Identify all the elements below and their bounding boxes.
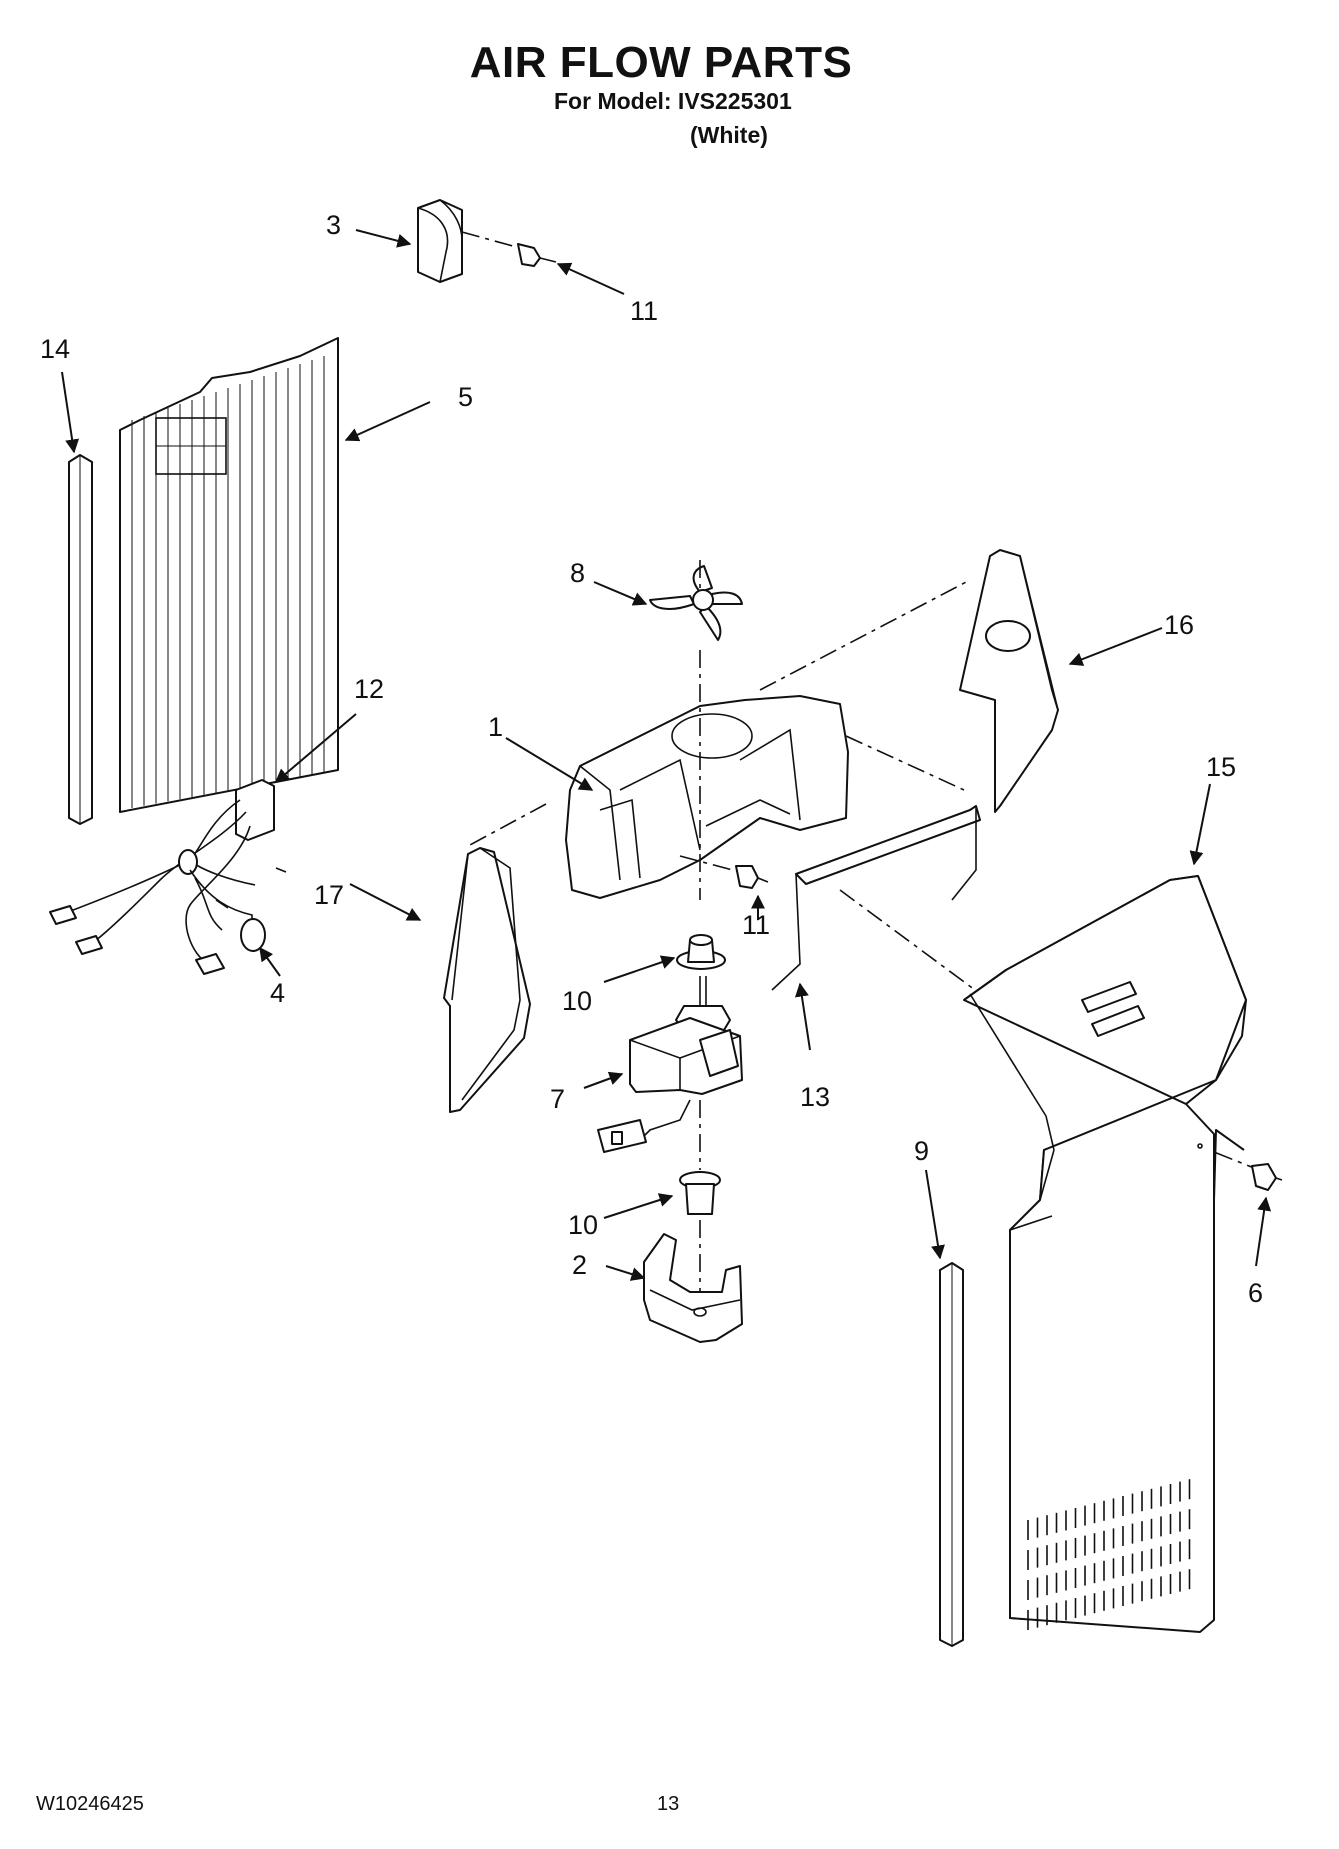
- callout-13: 13: [800, 1082, 830, 1112]
- part-10-grommet-lower: [679, 1171, 721, 1215]
- part-13-seal-strip: [771, 805, 981, 991]
- callout-14: 14: [40, 334, 70, 364]
- part-6-screw: [1251, 1163, 1283, 1191]
- callout-3: 3: [326, 210, 341, 240]
- model-number: For Model: IVS225301: [554, 88, 792, 114]
- page-number: 13: [657, 1793, 680, 1815]
- part-1-fan-housing: [565, 695, 849, 899]
- callout-11-lower: 11: [742, 910, 770, 940]
- callout-7: 7: [550, 1084, 565, 1114]
- part-3-duct-cap: [417, 199, 463, 283]
- part-9-gasket-strip: [939, 1262, 964, 1647]
- callout-6: 6: [1248, 1278, 1263, 1308]
- callout-8: 8: [570, 558, 585, 588]
- callout-4: 4: [270, 978, 285, 1008]
- model-color: (White): [690, 122, 768, 148]
- part-10-grommet-upper: [676, 934, 726, 970]
- part-5-evaporator-cover: [119, 337, 339, 813]
- callout-10-upper: 10: [562, 986, 592, 1016]
- part-2-motor-bracket: [643, 1233, 743, 1343]
- part-15-duct-cover: [963, 875, 1247, 1633]
- callout-2: 2: [572, 1250, 587, 1280]
- document-number: W10246425: [36, 1793, 144, 1815]
- part-14-gasket-strip: [68, 454, 93, 825]
- callout-12: 12: [354, 674, 384, 704]
- callout-arrows: [61, 229, 1272, 1281]
- callout-5: 5: [458, 382, 473, 412]
- callout-labels: 3 11 14 5 8 16 12 1 15 17 11 4 10 13 7 9…: [40, 210, 1263, 1308]
- page-title: AIR FLOW PARTS: [469, 38, 853, 87]
- part-7-fan-motor: [597, 976, 743, 1153]
- part-11-screw-lower: [735, 865, 769, 889]
- callout-17: 17: [314, 880, 344, 910]
- part-11-screw-upper: [461, 231, 557, 267]
- part-16-duct-baffle: [959, 549, 1059, 813]
- part-8-fan-blade: [649, 560, 743, 641]
- callout-9: 9: [914, 1136, 929, 1166]
- callout-11-upper: 11: [630, 296, 658, 326]
- callout-15: 15: [1206, 752, 1236, 782]
- callout-10-lower: 10: [568, 1210, 598, 1240]
- callout-1: 1: [488, 712, 503, 742]
- callout-16: 16: [1164, 610, 1194, 640]
- part-17-duct-baffle: [443, 847, 531, 1113]
- part-12-wire-harness: [49, 779, 287, 975]
